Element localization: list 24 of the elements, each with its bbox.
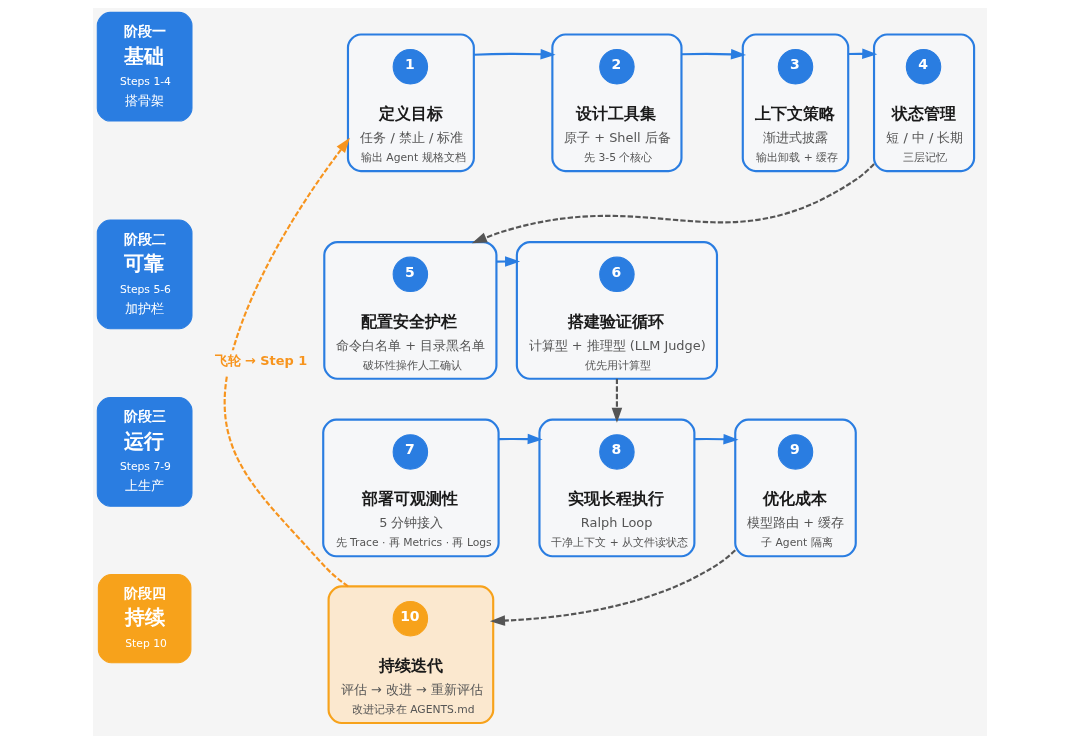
node-circle: 3 [777, 49, 814, 85]
arrow [498, 433, 543, 445]
arrow [611, 378, 623, 423]
node-circle: 6 [599, 256, 635, 293]
node-circle: 1 [392, 49, 429, 85]
node-circle: 4 [905, 49, 942, 85]
node-circle: 8 [599, 434, 635, 470]
arrow [496, 256, 521, 267]
node-circle: 9 [777, 434, 814, 470]
arrow [681, 49, 747, 60]
arrow [489, 549, 736, 626]
node-box: 阶段四 持续 Step 10 [97, 574, 192, 664]
node-circle: 10 [392, 600, 429, 637]
arrow [694, 433, 739, 445]
node-circle: 5 [392, 256, 429, 293]
node-circle: 7 [392, 434, 429, 470]
arrow [471, 163, 875, 244]
arrow [223, 137, 350, 588]
arrow [473, 48, 556, 60]
node-box: 阶段三 运行 Steps 7-9 上生产 [96, 397, 193, 507]
edge-label: 飞轮 → Step 1 [214, 353, 308, 369]
node-box: 阶段二 可靠 Steps 5-6 加护栏 [96, 219, 193, 330]
node-box: 阶段一 基础 Steps 1-4 搭骨架 [96, 11, 193, 122]
node-circle: 2 [599, 49, 635, 85]
